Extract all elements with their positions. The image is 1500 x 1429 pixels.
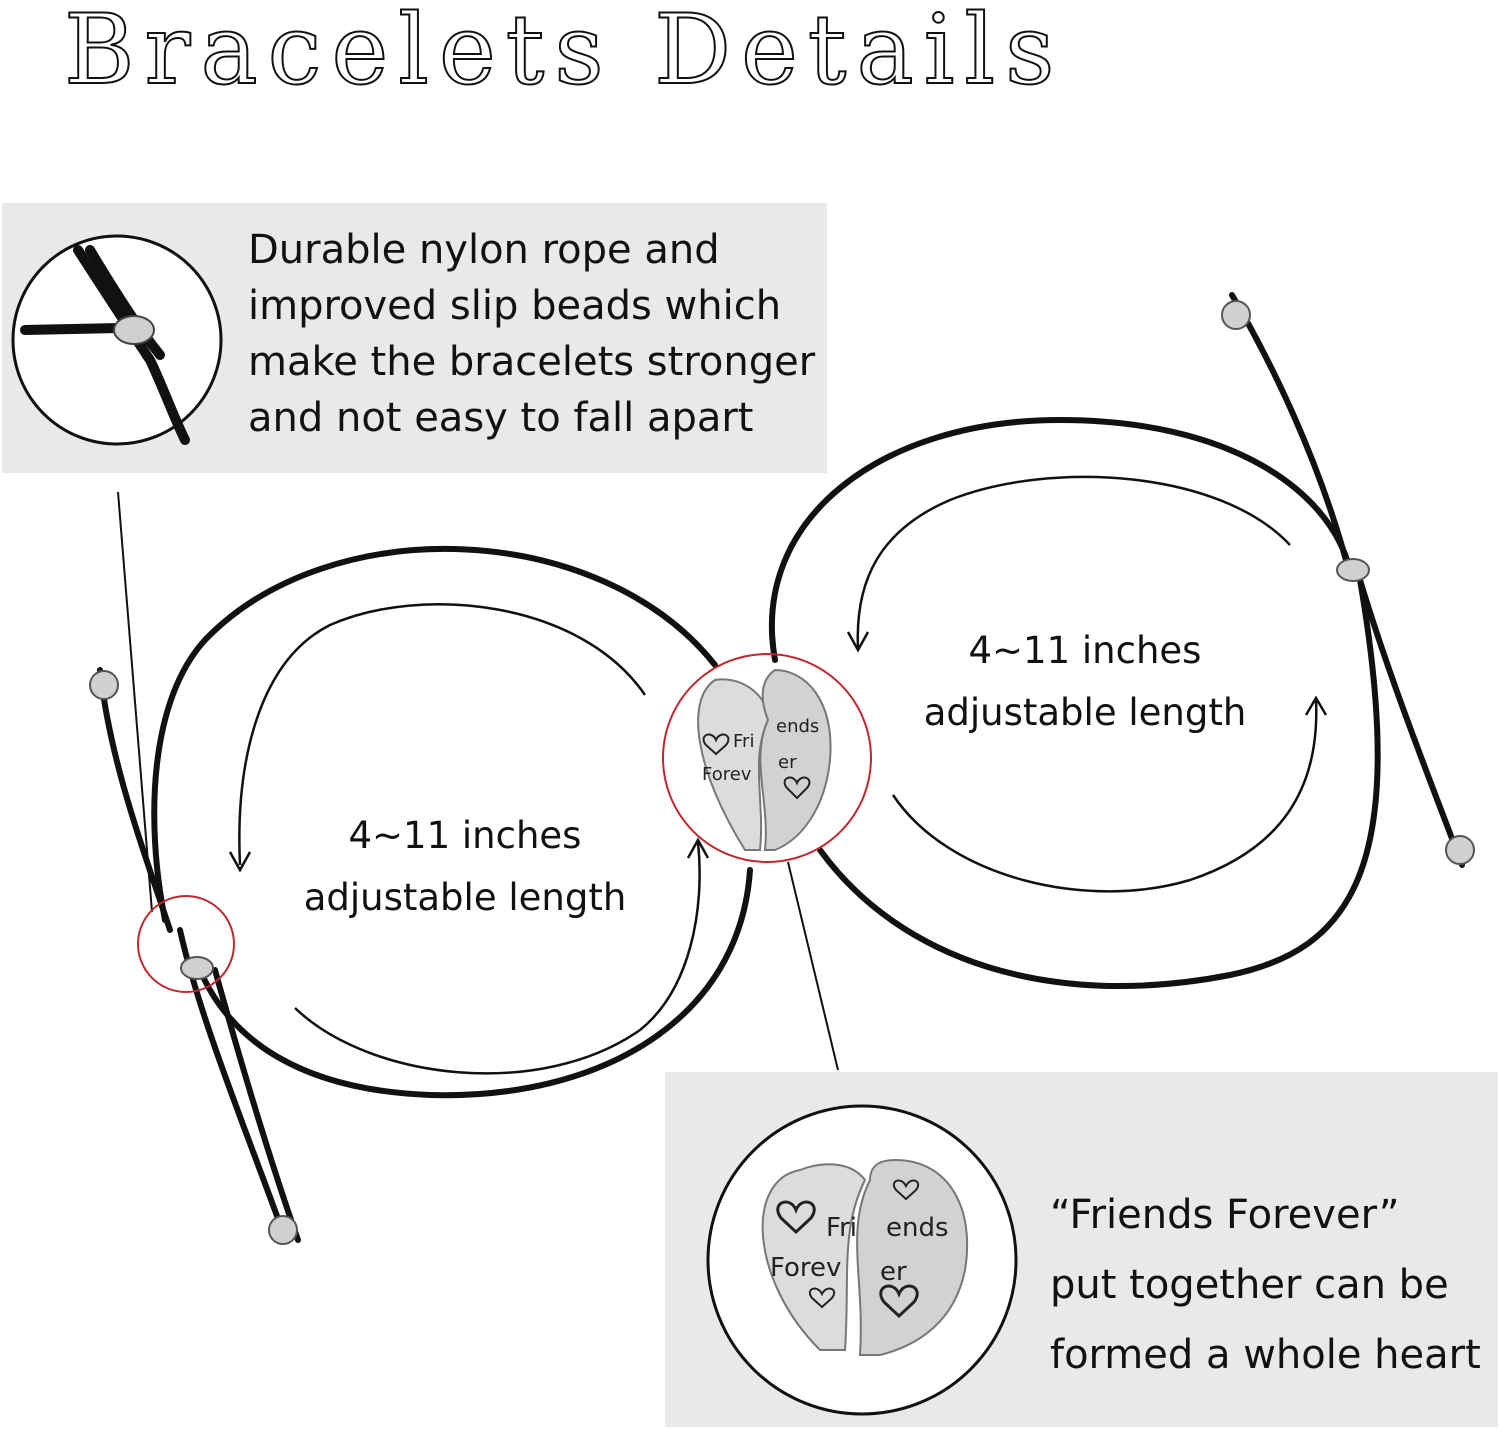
rope-description-line: improved slip beads which — [248, 283, 782, 329]
heart-outline-icon — [892, 1179, 920, 1201]
left-bracelet-cord — [97, 545, 753, 1243]
heart-pendant-small — [697, 668, 832, 851]
bead-group — [89, 300, 1475, 1245]
rope-description-line: make the bracelets stronger — [248, 339, 816, 385]
heart-outline-icon — [808, 1287, 836, 1309]
pendant-small-text-left-2: Forev — [702, 764, 752, 785]
length-label-caption: adjustable length — [923, 691, 1247, 734]
slip-bead-icon — [1336, 558, 1370, 582]
pendant-highlight — [662, 653, 872, 863]
length-label-left: 4~11 inches adjustable length — [300, 805, 630, 929]
arrow-head-right-up — [1304, 695, 1328, 716]
pendant-big-text-right-2: er — [880, 1257, 907, 1287]
rope-description-line: and not easy to fall apart — [248, 395, 754, 441]
heart-outline-icon — [879, 1284, 919, 1319]
length-label-value: 4~11 inches — [968, 629, 1202, 672]
pendant-description-line: put together can be — [1050, 1262, 1449, 1308]
pendant-small-text-right-1: ends — [776, 716, 819, 737]
pendant-big-text-right-1: ends — [886, 1213, 949, 1243]
slip-bead-icon — [180, 956, 214, 980]
bead-icon — [1445, 835, 1475, 865]
arrow-head-right-down — [846, 631, 870, 653]
length-label-caption: adjustable length — [303, 876, 627, 919]
pendant-description-line: “Friends Forever” — [1050, 1192, 1400, 1238]
rope-detail-magnifier — [11, 234, 223, 446]
bead-icon — [268, 1215, 298, 1245]
heart-outline-icon — [776, 1200, 816, 1235]
slip-bead-highlight — [137, 895, 235, 993]
pendant-big-text-left-1: Fri — [826, 1213, 857, 1243]
pendant-detail-magnifier — [706, 1104, 1018, 1416]
rope-description: Durable nylon rope and improved slip bea… — [248, 222, 818, 446]
page-title: Bracelets Details — [63, 0, 1065, 107]
pendant-small-text-right-2: er — [778, 752, 797, 773]
pointer-line-pendant — [787, 861, 839, 1071]
length-arrows — [228, 475, 1328, 1075]
length-label-value: 4~11 inches — [348, 814, 582, 857]
pendant-big-text-left-2: Forev — [770, 1253, 841, 1283]
bead-icon — [1221, 300, 1251, 330]
heart-outline-icon — [702, 733, 730, 756]
bead-icon — [89, 670, 119, 700]
heart-outline-icon — [783, 776, 811, 800]
pendant-small-text-left-1: Fri — [733, 731, 754, 752]
pendant-description-line: formed a whole heart — [1050, 1332, 1481, 1378]
rope-description-line: Durable nylon rope and — [248, 227, 720, 273]
pendant-description: “Friends Forever” put together can be fo… — [1050, 1180, 1490, 1390]
arrow-head-left-down — [228, 851, 252, 873]
length-label-right: 4~11 inches adjustable length — [920, 620, 1250, 744]
arrow-head-left-up — [686, 837, 710, 859]
pointer-line-rope — [117, 491, 153, 913]
